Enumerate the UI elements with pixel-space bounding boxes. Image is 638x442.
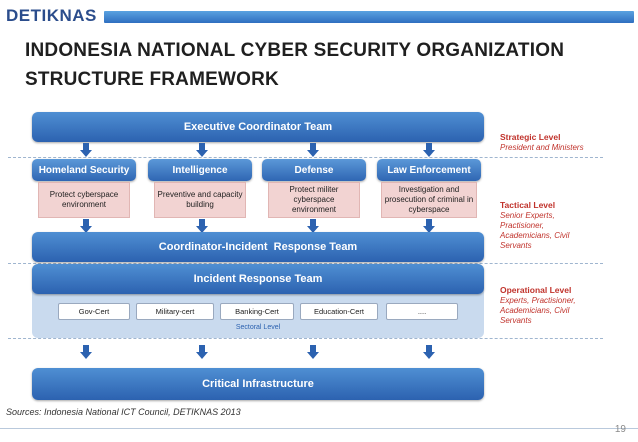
agency-description: Protect cyberspace environment [38,182,130,218]
critical-label: Critical Infrastructure [202,378,314,390]
agency-label: Homeland Security [38,164,130,176]
agency-label: Defense [294,164,334,176]
page-number: 19 [614,424,626,435]
header-bar [104,11,634,23]
arrow-down-icon [423,345,435,359]
sector-gov-cert: Gov-Cert [58,303,130,320]
arrow-down-icon [80,219,92,233]
agency-homeland-security: Homeland Security [32,159,136,181]
arrow-down-icon [423,143,435,157]
agency-label: Law Enforcement [387,164,471,176]
agency-description: Protect militer cyberspace environment [268,182,360,218]
page-title: INDONESIA NATIONAL CYBER SECURITY ORGANI… [25,36,615,94]
agency-law-enforcement: Law Enforcement [377,159,481,181]
sectoral-level-label: Sectoral Level [235,324,281,331]
executive-coordinator-team: Executive Coordinator Team [32,112,484,142]
arrow-down-icon [80,345,92,359]
arrow-down-icon [307,143,319,157]
incident-label: Incident Response Team [193,273,323,285]
separator-strategic [8,157,603,158]
framework-diagram: Executive Coordinator Team Homeland Secu… [8,100,630,405]
operational-level-desc: Experts, Practisioner, Academicians, Civ… [500,296,576,325]
arrow-down-icon [196,219,208,233]
sources-note: Sources: Indonesia National ICT Council,… [6,407,241,417]
executive-label: Executive Coordinator Team [183,121,333,133]
arrow-down-icon [307,345,319,359]
strategic-level-desc: President and Ministers [500,143,584,152]
arrow-down-icon [196,143,208,157]
sector-education-cert: Education-Cert [300,303,378,320]
separator-tactical [8,263,603,264]
agency-intelligence: Intelligence [148,159,252,181]
detiknas-logo: DETIKNAS [6,6,97,25]
coordinator-incident-response-team: Coordinator-Incident Response Team [32,232,484,262]
footer-rule [0,428,638,429]
tactical-level-desc: Senior Experts, Practisioner, Academicia… [500,211,570,250]
arrow-down-icon [196,345,208,359]
operational-level-title: Operational Level [500,285,572,295]
tactical-level-title: Tactical Level [500,200,556,210]
critical-infrastructure: Critical Infrastructure [32,368,484,400]
arrow-down-icon [80,143,92,157]
arrow-down-icon [423,219,435,233]
agency-description: Preventive and capacity building [154,182,246,218]
coordinator-label: Coordinator-Incident Response Team [158,241,358,253]
sector-more: .... [386,303,458,320]
incident-response-team: Incident Response Team [32,264,484,294]
strategic-level-title: Strategic Level [500,132,561,142]
sector-military-cert: Military-cert [136,303,214,320]
title-line-2: STRUCTURE FRAMEWORK [25,69,279,90]
agency-defense: Defense [262,159,366,181]
sector-banking-cert: Banking-Cert [220,303,294,320]
agency-description: Investigation and prosecution of crimina… [381,182,477,218]
title-line-1: INDONESIA NATIONAL CYBER SECURITY ORGANI… [25,40,565,61]
arrow-down-icon [307,219,319,233]
agency-label: Intelligence [172,164,228,176]
separator-operational [8,338,603,339]
